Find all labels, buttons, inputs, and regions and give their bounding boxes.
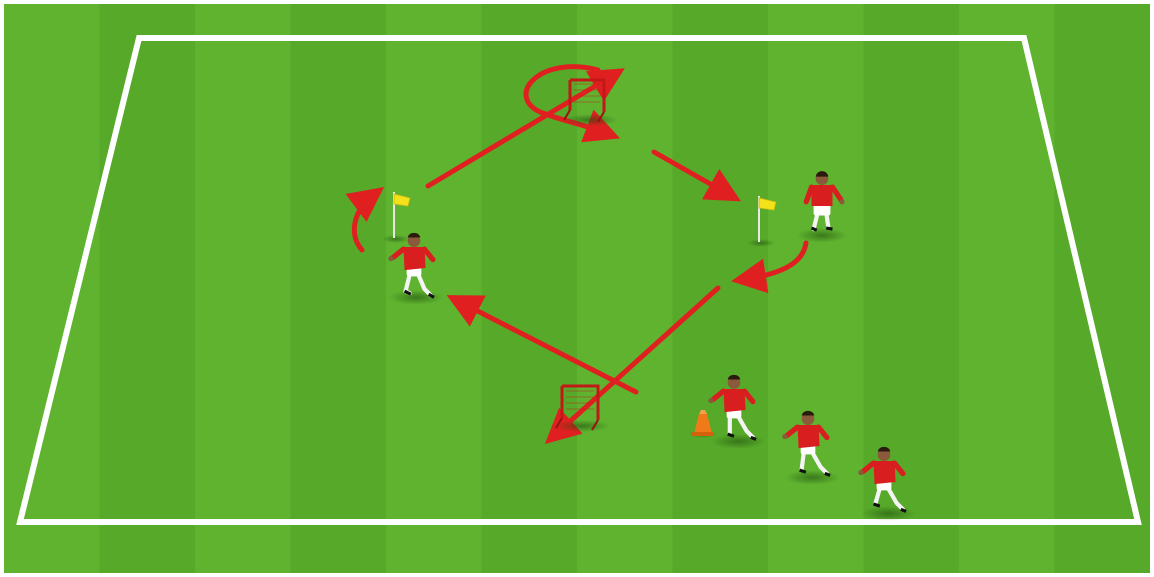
cone-icon <box>689 410 717 438</box>
grass-stripe <box>99 4 195 573</box>
flag-right-icon <box>747 196 777 247</box>
player-right <box>796 171 848 243</box>
grass-stripe <box>290 4 386 573</box>
arrow-to-right-flag <box>651 149 742 202</box>
mini-goal-bottom-icon <box>554 384 610 432</box>
players <box>388 171 916 521</box>
player-queue-2 <box>782 410 840 485</box>
player-queue-3 <box>858 446 916 521</box>
mini-goal-top-icon <box>562 78 618 126</box>
pitch <box>4 4 1150 573</box>
arrow-left-curl <box>345 186 384 253</box>
arrow-run-to-bottom-goal <box>544 285 721 445</box>
player-queue-1 <box>708 374 766 449</box>
arrow-run-to-top-goal <box>425 68 625 189</box>
flag-left-icon <box>382 192 411 243</box>
grass-stripe <box>1054 4 1150 573</box>
player-left <box>388 232 444 305</box>
arrow-right-curl <box>731 240 809 294</box>
drill-arrows <box>345 64 809 445</box>
pitch-boundary <box>16 35 1142 525</box>
arrow-to-left-player <box>446 295 639 395</box>
